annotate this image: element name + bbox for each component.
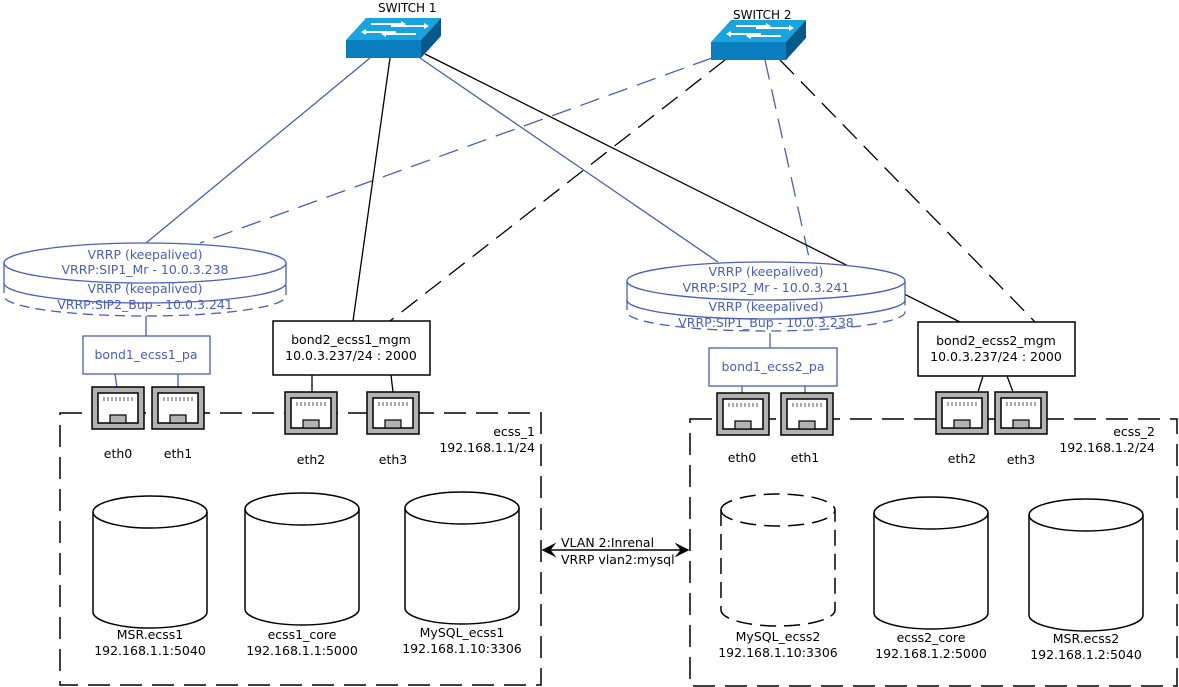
ecss2-eth2-label: eth2 bbox=[948, 451, 976, 466]
bond1-ecss1-box[interactable] bbox=[82, 335, 211, 375]
vrrp-right-title-2: VRRP (keepalived) bbox=[709, 299, 824, 314]
switch-1[interactable] bbox=[346, 18, 441, 58]
db-msr-ecss2-name: MSR.ecss2 bbox=[1053, 631, 1119, 646]
vrrp-right-backup: VRRP:SIP1_Bup - 10.0.3.238 bbox=[678, 315, 854, 330]
bond2-ecss2-addr: 10.0.3.237/24 : 2000 bbox=[930, 349, 1062, 364]
vlan2-label: VLAN 2:Inrenal bbox=[561, 535, 654, 550]
vrrp-vlan2-label: VRRP vlan2:mysql bbox=[561, 552, 675, 567]
ecss1-eth0-port-icon[interactable] bbox=[91, 386, 145, 430]
host-ecss2-container bbox=[689, 418, 1178, 687]
database-cylinder-mysql-ecss1 bbox=[404, 491, 520, 625]
vrrp-right bbox=[626, 261, 906, 332]
db-msr-ecss1-addr: 192.168.1.1:5040 bbox=[94, 643, 206, 658]
db-msr-ecss2-addr: 192.168.1.2:5040 bbox=[1030, 647, 1142, 662]
host-ecss1-subnet: 192.168.1.1/24 bbox=[439, 440, 535, 455]
ecss1-eth2-port-icon[interactable] bbox=[284, 391, 338, 435]
vrrp-left-title-2: VRRP (keepalived) bbox=[88, 281, 203, 296]
link-sw2-bond2-ecss2 bbox=[779, 59, 1036, 323]
switch-icon bbox=[711, 20, 806, 42]
ecss1-eth1-label: eth1 bbox=[164, 446, 192, 461]
databases bbox=[92, 491, 1144, 632]
db-mysql-ecss1-name: MySQL_ecss1 bbox=[420, 625, 505, 640]
db-ecss1-core-name: ecss1_core bbox=[268, 627, 337, 642]
vrrp-right-master: VRRP:SIP2_Mr - 10.0.3.241 bbox=[682, 280, 849, 295]
link-sw1-vrrp-left bbox=[145, 57, 371, 244]
ecss2-eth3-label: eth3 bbox=[1007, 452, 1035, 467]
database-cylinder-mysql-ecss2 bbox=[720, 493, 836, 627]
ecss2-eth2-port-icon[interactable] bbox=[935, 391, 989, 435]
vrrp-left-backup: VRRP:SIP2_Bup - 10.0.3.241 bbox=[57, 297, 233, 312]
bond1-ecss1-label: bond1_ecss1_pa bbox=[94, 347, 197, 362]
bond2-ecss1-box[interactable] bbox=[272, 320, 431, 376]
db-ecss2-core-addr: 192.168.1.2:5000 bbox=[875, 646, 987, 661]
bond2-ecss1-name: bond2_ecss1_mgm bbox=[291, 332, 411, 347]
vrrp-left bbox=[3, 242, 287, 317]
bond1-ecss2-box[interactable] bbox=[708, 347, 838, 387]
ecss1-eth2-label: eth2 bbox=[297, 452, 325, 467]
db-mysql-ecss2-name: MySQL_ecss2 bbox=[736, 629, 821, 644]
ethernet-ports bbox=[91, 386, 1048, 436]
ecss1-eth0-label: eth0 bbox=[104, 446, 133, 461]
bond2-ecss2-name: bond2_ecss2_mgm bbox=[936, 333, 1056, 348]
host-ecss2-subnet: 192.168.1.2/24 bbox=[1059, 440, 1155, 455]
ecss1-eth3-label: eth3 bbox=[379, 452, 407, 467]
switch-1-label: SWITCH 1 bbox=[378, 1, 437, 15]
host-ecss2-name: ecss_2 bbox=[1113, 424, 1155, 439]
ecss1-eth3-port-icon[interactable] bbox=[366, 391, 420, 435]
link-bond2-eth3 bbox=[390, 374, 394, 393]
host-ecss1-name: ecss_1 bbox=[493, 424, 535, 439]
link-sw2-bond2-ecss1 bbox=[389, 59, 726, 322]
link-sw2-vrrp-right bbox=[764, 59, 811, 263]
database-cylinder-msr-ecss2 bbox=[1028, 498, 1144, 632]
vrrp-left-title-1: VRRP (keepalived) bbox=[88, 247, 203, 262]
connections bbox=[114, 53, 1036, 394]
bond1-ecss2-label: bond1_ecss2_pa bbox=[721, 359, 824, 374]
bond2-ecss2-box[interactable] bbox=[917, 321, 1076, 377]
switch-2-label: SWITCH 2 bbox=[733, 8, 792, 22]
vrrp-right-title-1: VRRP (keepalived) bbox=[709, 264, 824, 279]
link-bond2b-eth2 bbox=[977, 375, 984, 393]
link-bond1-eth0 bbox=[114, 373, 118, 389]
db-msr-ecss1-name: MSR.ecss1 bbox=[117, 627, 183, 642]
db-mysql-ecss1-addr: 192.168.1.10:3306 bbox=[402, 641, 522, 656]
switch-icon bbox=[346, 18, 441, 40]
db-ecss1-core-addr: 192.168.1.1:5000 bbox=[246, 643, 358, 658]
ecss2-eth0-label: eth0 bbox=[728, 450, 757, 465]
vrrp-left-master: VRRP:SIP1_Mr - 10.0.3.238 bbox=[61, 262, 228, 277]
database-cylinder-ecss1-core bbox=[244, 492, 360, 626]
database-cylinder-ecss2-core bbox=[873, 496, 989, 630]
bond2-ecss1-addr: 10.0.3.237/24 : 2000 bbox=[285, 348, 417, 363]
ecss2-eth1-label: eth1 bbox=[791, 450, 819, 465]
ecss2-eth3-port-icon[interactable] bbox=[994, 391, 1048, 435]
ecss2-eth0-port-icon[interactable] bbox=[716, 392, 770, 436]
ecss2-eth1-port-icon[interactable] bbox=[780, 392, 834, 436]
link-sw2-vrrp-left bbox=[199, 57, 713, 244]
switch-2[interactable] bbox=[711, 20, 806, 60]
link-bond2b-eth3 bbox=[1006, 375, 1014, 393]
db-mysql-ecss2-addr: 192.168.1.10:3306 bbox=[718, 645, 838, 660]
db-ecss2-core-name: ecss2_core bbox=[897, 630, 966, 645]
link-sw1-vrrp-right bbox=[419, 57, 719, 263]
ecss1-eth1-port-icon[interactable] bbox=[151, 386, 205, 430]
database-cylinder-msr-ecss1 bbox=[92, 495, 208, 629]
link-sw1-bond2-ecss1 bbox=[352, 57, 391, 322]
